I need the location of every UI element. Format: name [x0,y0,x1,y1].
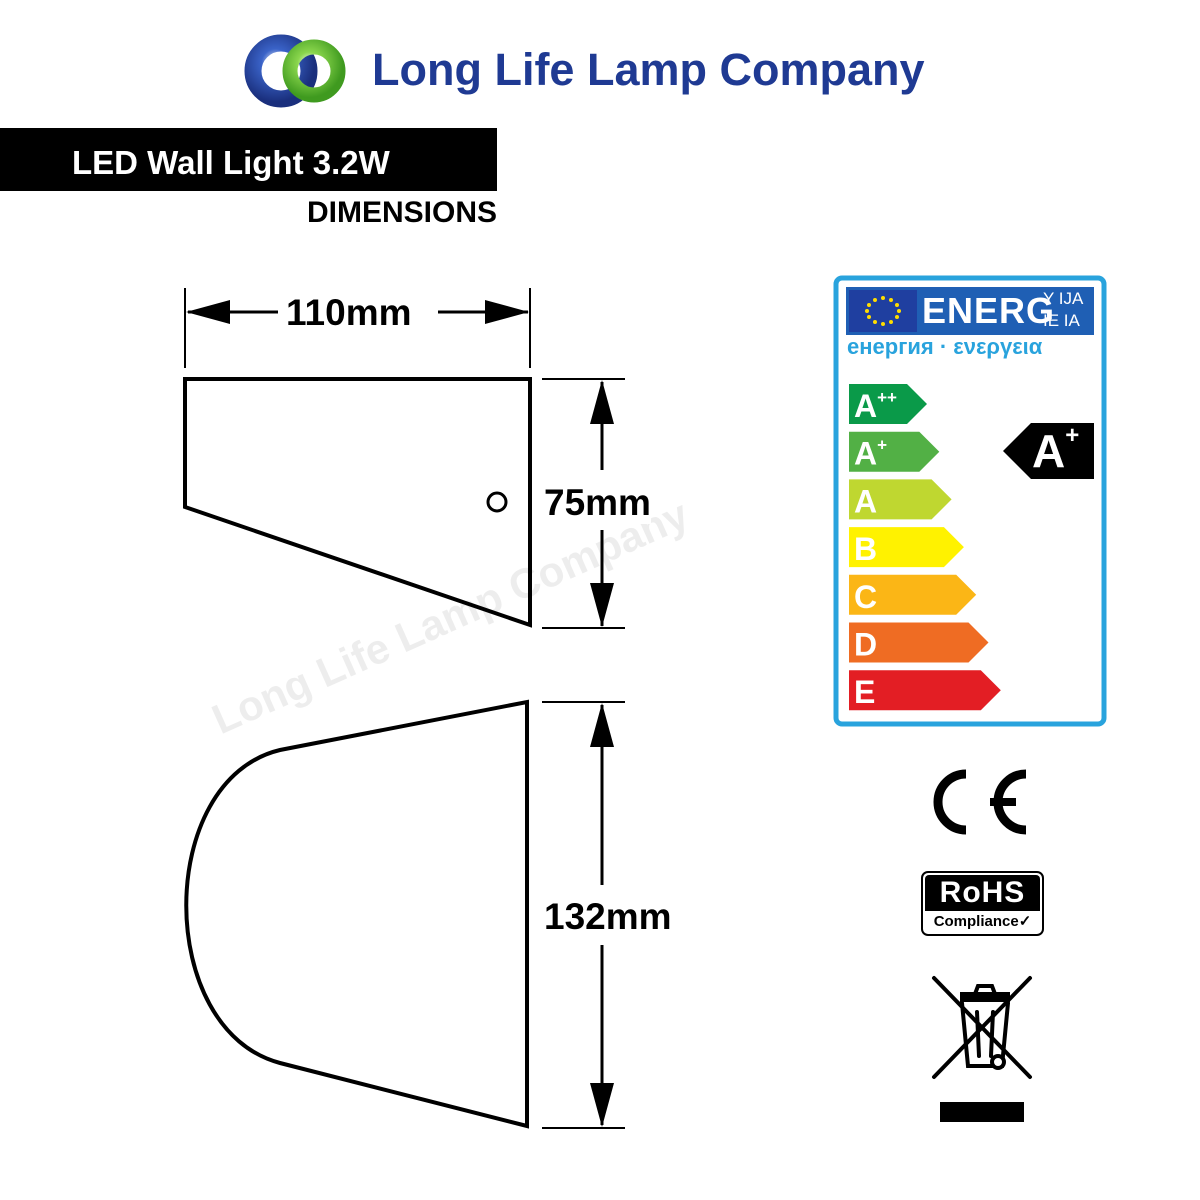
height-arrow-bottom [590,583,614,627]
dimensions-heading: DIMENSIONS [306,196,497,229]
height-arrow-top [590,380,614,424]
side-view-outline [183,377,532,628]
height-label: 75mm [544,482,651,524]
energy-header-suffix-1: Y IJA [1043,289,1084,308]
energy-header-word: ENERG [922,290,1056,331]
energy-header-suffix-2: IE IA [1043,311,1080,330]
energy-rating-letter: A+ [1032,422,1080,477]
depth-arrow-top [590,703,614,747]
depth-arrow-bottom [590,1083,614,1127]
rohs-badge: RoHS Compliance✓ [921,871,1044,936]
depth-label: 132mm [544,896,672,938]
width-arrow-right [485,300,529,324]
side-view-hole [486,491,508,513]
check-icon: ✓ [1018,913,1032,930]
brand-name: Long Life Lamp Company [372,44,925,95]
width-label: 110mm [286,292,412,334]
top-view-outline [184,699,529,1129]
rohs-title: RoHS [925,875,1040,911]
product-title: LED Wall Light 3.2W [0,128,497,191]
rohs-subtitle: Compliance✓ [933,913,1032,930]
width-arrow-left [186,300,230,324]
energy-header-sub: енергия · ενεργεια [847,334,1043,359]
